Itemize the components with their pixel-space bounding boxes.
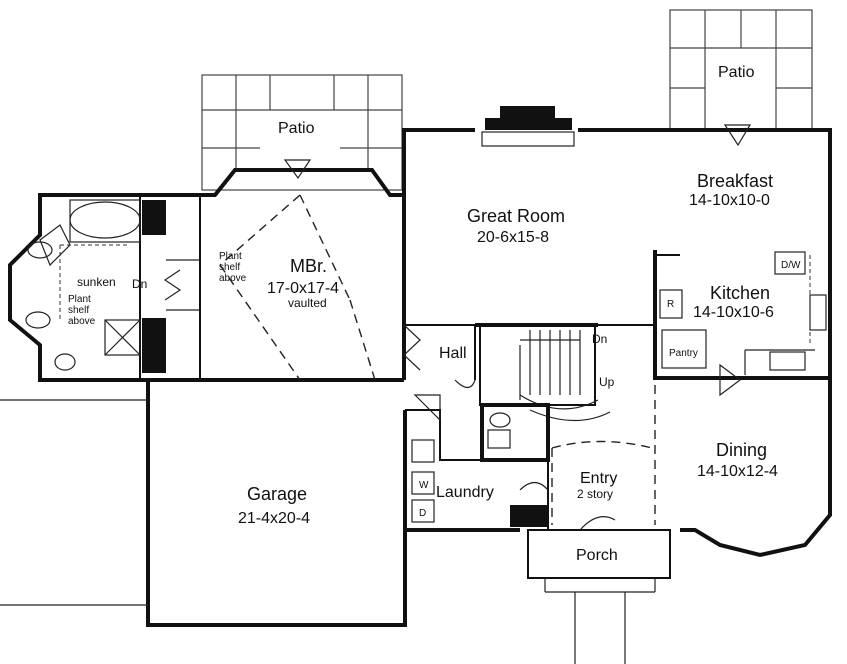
dining-dims: 14-10x12-4 [697, 463, 778, 480]
plant-shelf-2-line-2: shelf [219, 262, 240, 273]
garage-label: Garage [247, 484, 307, 504]
great-room-dims: 20-6x15-8 [477, 229, 549, 246]
closet-down-label: Dn [132, 277, 147, 291]
breakfast-dims: 14-10x10-0 [689, 192, 770, 209]
plant-shelf-1-line-1: Plant [68, 294, 91, 305]
interior-walls [25, 194, 830, 530]
washer-label: W [419, 480, 429, 491]
pantry-label: Pantry [669, 348, 698, 359]
plant-shelf-2-line-3: above [219, 273, 247, 284]
dryer-label: D [419, 508, 426, 519]
breakfast-label: Breakfast [697, 171, 773, 191]
dining-label: Dining [716, 440, 767, 460]
refrigerator-label: R [667, 299, 674, 310]
patio-right-label: Patio [718, 64, 755, 81]
hall-label: Hall [439, 345, 467, 362]
vault-lines [219, 194, 376, 381]
stair-down-label: Dn [592, 332, 607, 346]
patio-right [669, 9, 813, 131]
entry-label: Entry [580, 470, 617, 487]
garage-dims: 21-4x20-4 [238, 510, 310, 527]
entry-note: 2 story [577, 487, 613, 501]
mbr-dims: 17-0x17-4 [267, 280, 339, 297]
room-labels: Patio Patio Breakfast 14-10x10-0 Great R… [68, 64, 801, 564]
mbr-note: vaulted [288, 296, 327, 310]
dishwasher-label: D/W [781, 260, 801, 271]
driveway-lines [0, 399, 148, 606]
laundry-label: Laundry [436, 484, 494, 501]
plant-shelf-1-line-2: shelf [68, 305, 89, 316]
stairs [519, 330, 611, 422]
mbr-label: MBr. [290, 256, 327, 276]
stair-up-label: Up [599, 375, 615, 389]
sunken-label: sunken [77, 275, 116, 289]
doors [163, 124, 752, 531]
patio-left-label: Patio [278, 120, 315, 137]
porch-label: Porch [576, 547, 618, 564]
plant-shelf-2-line-1: Plant [219, 251, 242, 262]
kitchen-label: Kitchen [710, 283, 770, 303]
plant-shelf-1-line-3: above [68, 316, 96, 327]
great-room-label: Great Room [467, 206, 565, 226]
kitchen-dims: 14-10x10-6 [693, 304, 774, 321]
